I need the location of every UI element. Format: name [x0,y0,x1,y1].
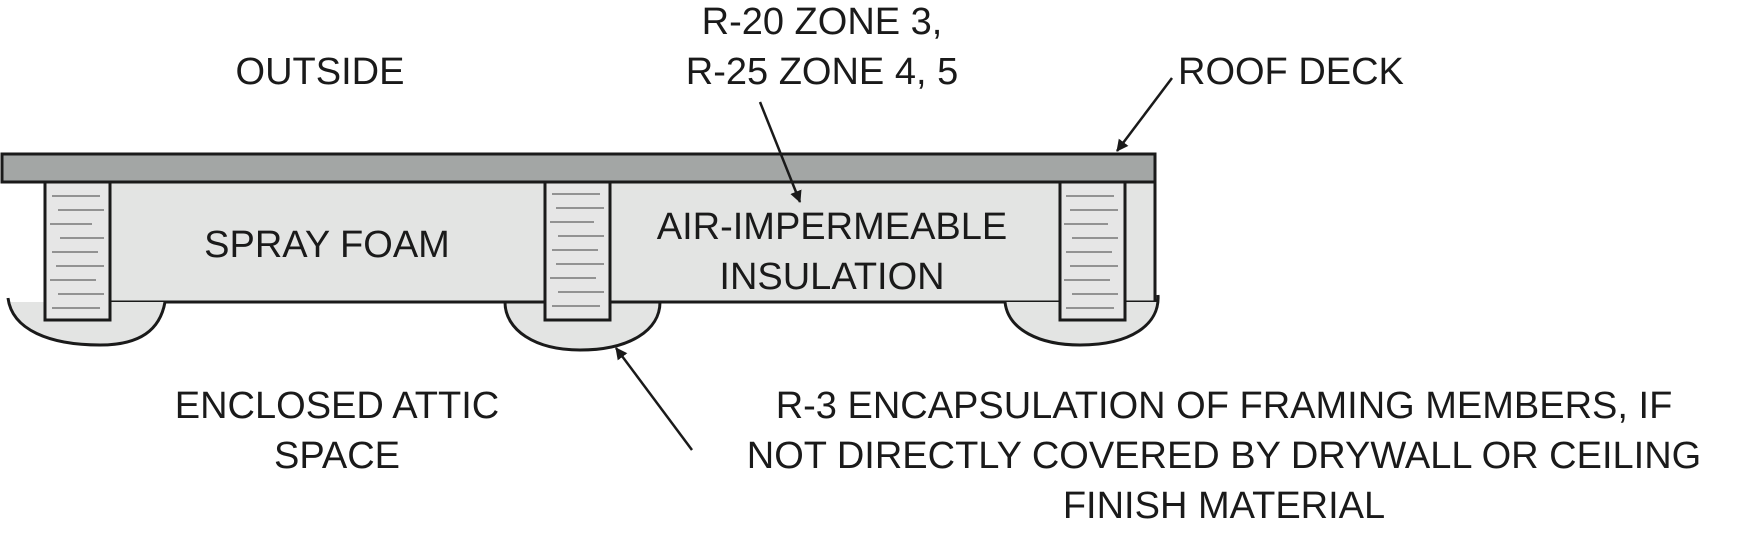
label-attic-line1: ENCLOSED ATTIC [175,385,499,427]
label-encapsulation-line2: NOT DIRECTLY COVERED BY DRYWALL OR CEILI… [747,435,1701,477]
label-encapsulation-line1: R-3 ENCAPSULATION OF FRAMING MEMBERS, IF [776,385,1673,427]
rafter-center [543,180,612,322]
label-air-impermeable-line1: AIR-IMPERMEABLE [657,206,1008,248]
label-encapsulation-line3: FINISH MATERIAL [1063,485,1385,527]
encapsulation-right-outline [1003,294,1160,347]
label-air-impermeable-line2: INSULATION [719,256,944,298]
encapsulation-leader [614,347,694,451]
r-value-leader [758,101,802,203]
label-r-value-line2: R-25 ZONE 4, 5 [686,51,958,93]
rafter-left [43,180,112,322]
roof-deck [0,152,1157,184]
label-r-value-line1: R-20 ZONE 3, [702,1,943,43]
label-roof-deck: ROOF DECK [1178,51,1404,93]
label-attic-line2: SPACE [274,435,400,477]
rafter-right [1058,180,1127,322]
roof-deck-leader [1116,77,1173,152]
encapsulation-left-outline [6,297,167,347]
label-outside: OUTSIDE [236,51,405,93]
label-spray-foam: SPRAY FOAM [204,224,450,266]
